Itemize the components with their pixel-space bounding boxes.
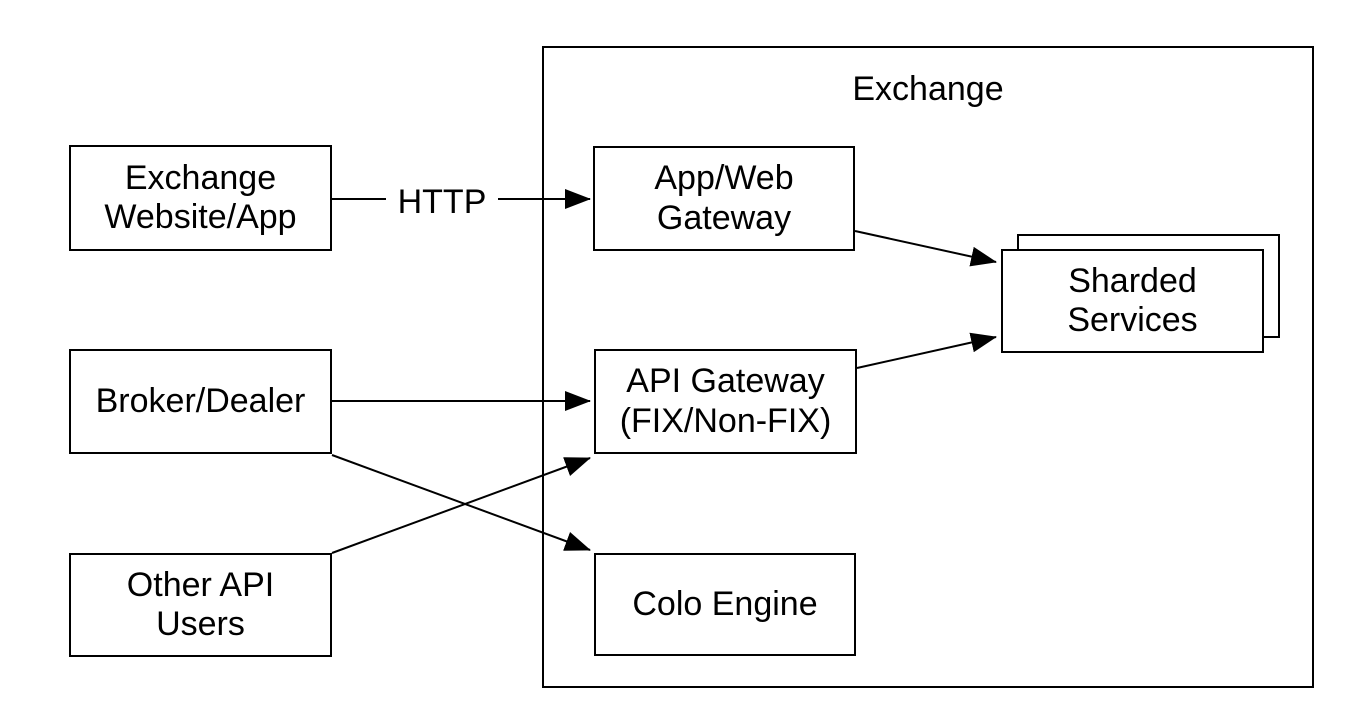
edge-otherapi-to-apigateway — [331, 457, 591, 554]
exchange-boundary-title: Exchange — [852, 70, 1004, 108]
node-broker-dealer: Broker/Dealer — [69, 349, 332, 454]
edge-appgateway-to-sharded — [854, 230, 997, 267]
node-label: Colo Engine — [632, 584, 818, 623]
edge-http-label: HTTP — [386, 182, 498, 222]
node-label: API Gateway — [626, 362, 825, 401]
node-label: Exchange — [124, 158, 277, 197]
node-label: App/Web — [654, 159, 794, 198]
node-label: Broker/Dealer — [95, 381, 306, 420]
node-label: Gateway — [656, 198, 792, 237]
edge-broker-to-colo — [331, 454, 591, 551]
node-colo-engine: Colo Engine — [594, 553, 856, 656]
node-label: Website/App — [104, 198, 297, 236]
node-label: Users — [156, 605, 245, 643]
node-label: Sharded — [1068, 261, 1197, 300]
node-other-api-users: Other API Users — [69, 553, 332, 657]
node-api-gateway: API Gateway (FIX/Non-FIX) — [594, 349, 857, 454]
edge-apigateway-to-sharded — [856, 332, 997, 369]
node-label: Services — [1067, 301, 1198, 339]
node-app-web-gateway: App/Web Gateway — [593, 146, 855, 251]
node-sharded-services: Sharded Services — [1001, 249, 1264, 353]
node-exchange-website-app: Exchange Website/App — [69, 145, 332, 251]
node-label: (FIX/Non-FIX) — [619, 401, 832, 440]
node-label: Other API — [126, 565, 275, 604]
